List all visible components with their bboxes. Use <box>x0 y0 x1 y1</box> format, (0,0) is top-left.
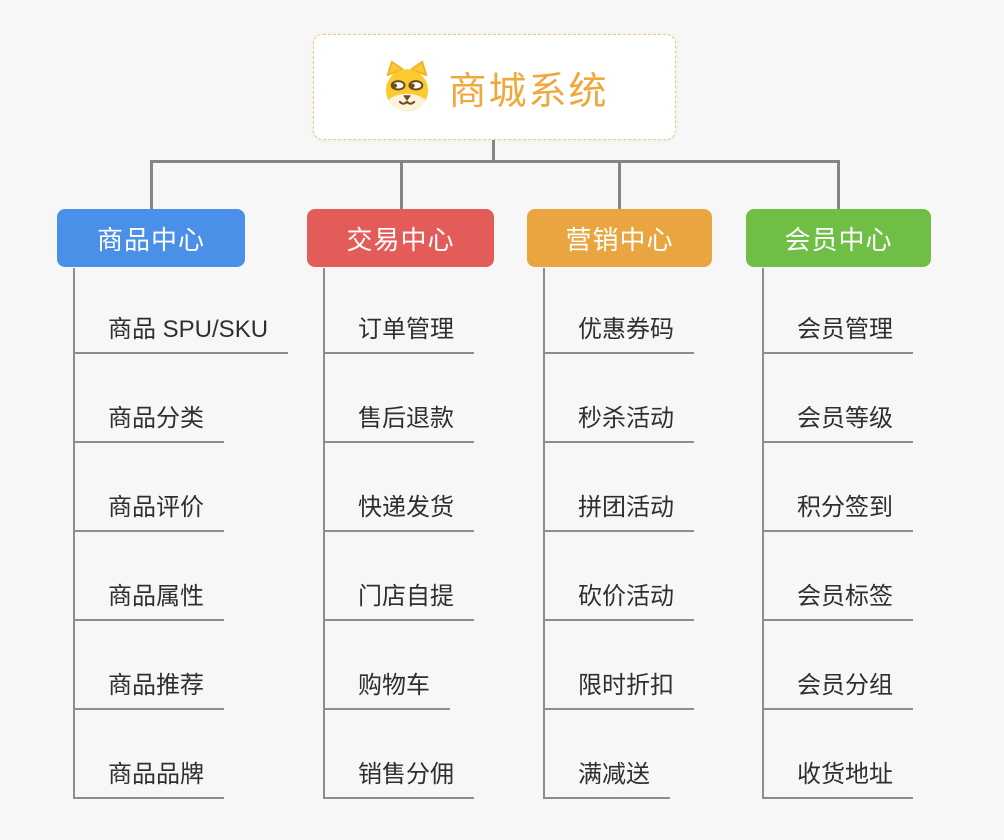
leaf-item[interactable]: 商品分类 <box>75 354 224 443</box>
leaf-item[interactable]: 秒杀活动 <box>545 354 694 443</box>
leaf-item[interactable]: 积分签到 <box>764 443 913 532</box>
leaf-item[interactable]: 售后退款 <box>325 354 474 443</box>
leaf-item[interactable]: 商品 SPU/SKU <box>75 268 289 354</box>
leaf-item[interactable]: 销售分佣 <box>325 710 474 799</box>
leaf-item[interactable]: 会员标签 <box>764 532 913 621</box>
connector-drop-member <box>837 160 840 210</box>
leaf-item[interactable]: 优惠券码 <box>545 268 694 354</box>
connector-drop-marketing <box>618 160 621 210</box>
leaf-item[interactable]: 商品品牌 <box>75 710 224 799</box>
branch-node-trade-center[interactable]: 交易中心 <box>307 209 494 267</box>
leaf-item[interactable]: 快递发货 <box>325 443 474 532</box>
branch-children-marketing-center: 优惠券码 秒杀活动 拼团活动 砍价活动 限时折扣 满减送 <box>543 268 694 799</box>
leaf-item[interactable]: 收货地址 <box>764 710 913 799</box>
doge-icon <box>380 60 434 114</box>
leaf-item[interactable]: 限时折扣 <box>545 621 694 710</box>
branch-node-product-center[interactable]: 商品中心 <box>57 209 245 267</box>
leaf-item[interactable]: 会员分组 <box>764 621 913 710</box>
leaf-item[interactable]: 会员管理 <box>764 268 913 354</box>
leaf-item[interactable]: 满减送 <box>545 710 670 799</box>
branch-children-product-center: 商品 SPU/SKU 商品分类 商品评价 商品属性 商品推荐 商品品牌 <box>73 268 289 799</box>
branch-children-trade-center: 订单管理 售后退款 快递发货 门店自提 购物车 销售分佣 <box>323 268 474 799</box>
leaf-item[interactable]: 门店自提 <box>325 532 474 621</box>
branch-node-marketing-center[interactable]: 营销中心 <box>527 209 712 267</box>
connector-drop-trade <box>400 160 403 210</box>
leaf-item[interactable]: 砍价活动 <box>545 532 694 621</box>
root-node[interactable]: 商城系统 <box>313 34 676 140</box>
leaf-item[interactable]: 购物车 <box>325 621 450 710</box>
branch-node-member-center[interactable]: 会员中心 <box>746 209 931 267</box>
leaf-item[interactable]: 订单管理 <box>325 268 474 354</box>
branch-children-member-center: 会员管理 会员等级 积分签到 会员标签 会员分组 收货地址 <box>762 268 913 799</box>
connector-bus <box>150 160 840 163</box>
connector-root-stub <box>492 140 495 162</box>
leaf-item[interactable]: 商品属性 <box>75 532 224 621</box>
root-title: 商城系统 <box>448 70 609 113</box>
leaf-item[interactable]: 商品评价 <box>75 443 224 532</box>
leaf-item[interactable]: 会员等级 <box>764 354 913 443</box>
leaf-item[interactable]: 拼团活动 <box>545 443 694 532</box>
connector-drop-product <box>150 160 153 210</box>
leaf-item[interactable]: 商品推荐 <box>75 621 224 710</box>
